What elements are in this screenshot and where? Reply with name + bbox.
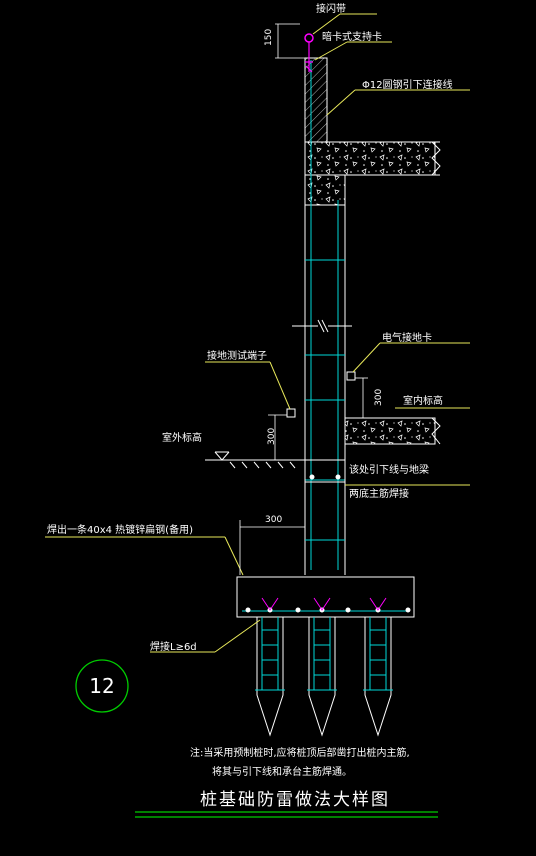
test-terminal-box: [286, 408, 296, 418]
ground-clamp-box: [346, 371, 356, 381]
drawing-title: 桩基础防雷做法大样图: [200, 790, 390, 810]
label-weld-length: 焊接L≥6d: [150, 640, 197, 653]
label-weld-note-2: 两底主筋焊接: [349, 487, 409, 500]
piles: [255, 617, 393, 737]
lightning-rod: [304, 33, 314, 73]
beam-bars: [309, 474, 341, 480]
column-rebar: [305, 60, 345, 570]
label-lightning-rod: 接闪带: [316, 2, 346, 15]
cap-weld-marks: [261, 597, 387, 611]
label-indoor-level: 室内标高: [403, 394, 443, 407]
label-flat-steel: 焊出一条40x4 热镀锌扁钢(备用): [47, 523, 193, 536]
column-break: [292, 319, 352, 333]
dim-top: 150: [264, 29, 274, 46]
dimension-lines: [239, 23, 368, 575]
dim-horizontal: 300: [265, 515, 282, 525]
note-line-2: 将其与引下线和承台主筋焊通。: [212, 765, 352, 778]
roof-slab: [304, 141, 436, 176]
floor-slab: [344, 417, 436, 445]
label-weld-note-1: 该处引下线与地梁: [349, 463, 429, 476]
detail-circle: [75, 659, 129, 713]
leaders: [45, 13, 470, 653]
label-steel-down: Φ12圆钢引下连接线: [362, 78, 453, 91]
circle-number: 12: [89, 674, 114, 698]
label-outdoor-level: 室外标高: [162, 431, 202, 444]
dim-indoor: 300: [374, 389, 384, 406]
dim-test: 300: [267, 428, 277, 445]
outdoor-ground: [205, 451, 305, 469]
label-test-terminal: 接地测试端子: [207, 349, 267, 362]
pile-cap: [236, 576, 415, 618]
label-bracket: 暗卡式支持卡: [322, 30, 382, 43]
note-line-1: 注:当采用预制桩时,应将桩顶后部凿打出桩内主筋,: [190, 746, 410, 759]
title-underline: [135, 811, 438, 818]
label-ground-clamp: 电气接地卡: [382, 331, 432, 344]
ground-beam: [304, 459, 346, 483]
